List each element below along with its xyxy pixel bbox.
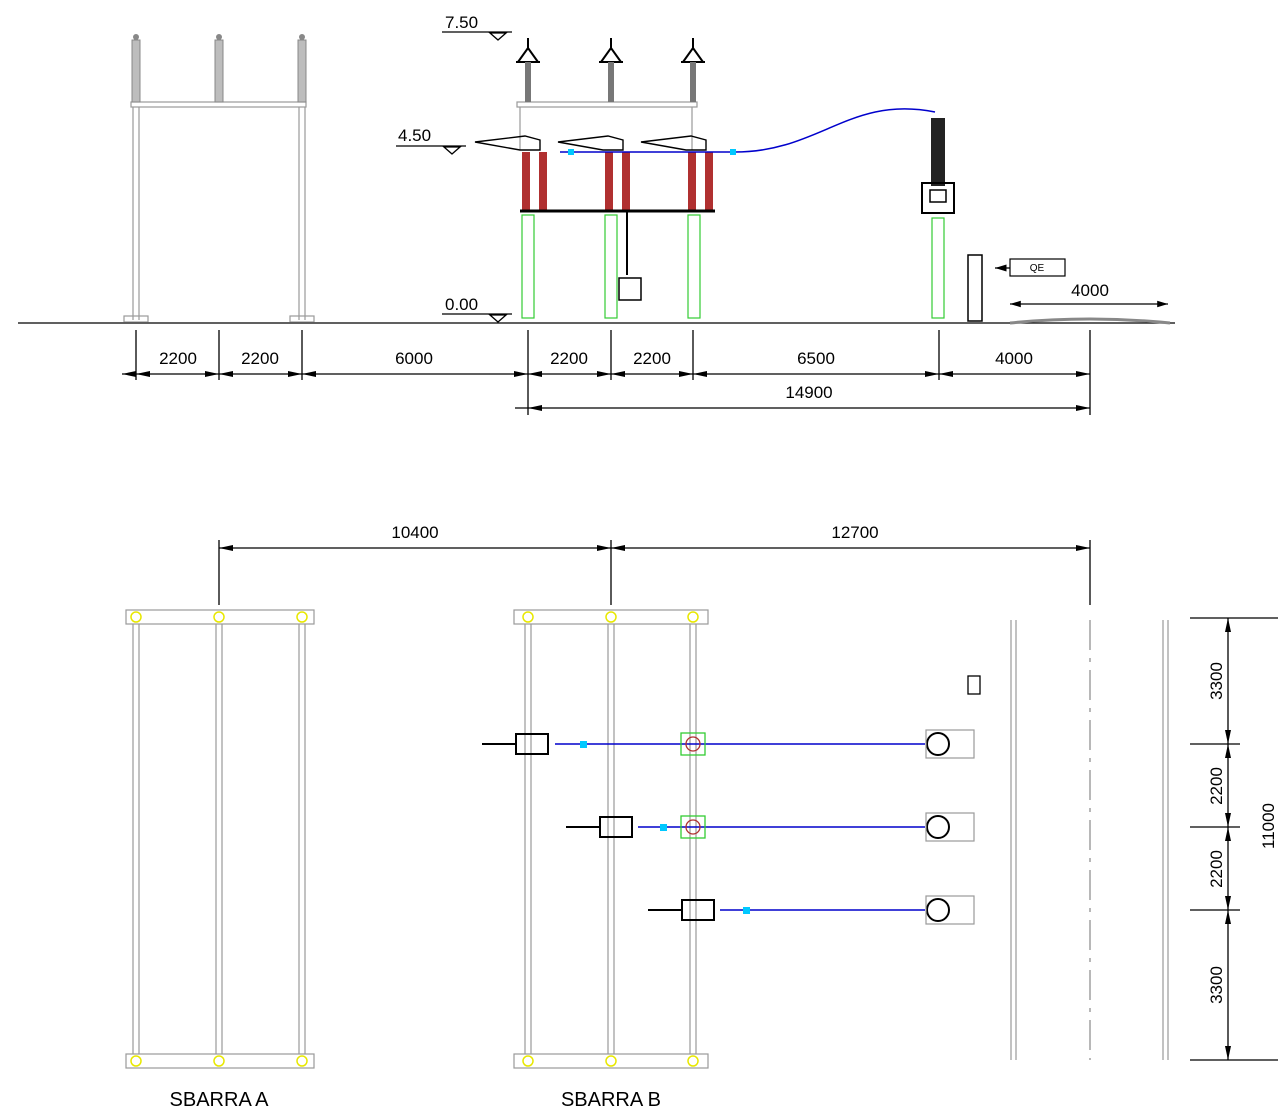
dim-ab: 6000 bbox=[395, 349, 433, 368]
instrument-transformer bbox=[921, 118, 955, 214]
busbar-a-portal bbox=[123, 34, 315, 323]
qe-tag-box bbox=[1009, 258, 1066, 277]
title-sbarra-a: SBARRA A bbox=[170, 1089, 270, 1111]
dim-v-2: 2200 bbox=[1207, 767, 1226, 805]
road bbox=[1009, 317, 1171, 325]
dim-a-1: 2200 bbox=[159, 349, 197, 368]
busbar-b-portal bbox=[516, 38, 705, 150]
level-ground: 0.00 bbox=[445, 295, 478, 314]
dim-total: 14900 bbox=[785, 383, 832, 402]
cable bbox=[560, 108, 936, 153]
dim-span-left: 10400 bbox=[391, 523, 438, 542]
level-mid: 4.50 bbox=[398, 126, 431, 145]
title-sbarra-b: SBARRA B bbox=[561, 1089, 661, 1111]
dim-v-1: 3300 bbox=[1207, 662, 1226, 700]
phase-lines bbox=[482, 675, 981, 925]
road-width-dim: 4000 bbox=[1071, 281, 1109, 300]
dim-a-2: 2200 bbox=[241, 349, 279, 368]
dim-b-1: 2200 bbox=[550, 349, 588, 368]
dim-v-total: 11000 bbox=[1259, 803, 1278, 849]
dim-ct-road: 4000 bbox=[995, 349, 1033, 368]
dim-b-ct: 6500 bbox=[797, 349, 835, 368]
busbar-a-plan bbox=[125, 609, 315, 1069]
disconnector-row bbox=[474, 135, 715, 301]
qe-tag: QE bbox=[1030, 263, 1045, 274]
dim-b-2: 2200 bbox=[633, 349, 671, 368]
dim-span-right: 12700 bbox=[831, 523, 878, 542]
road-plan bbox=[1010, 620, 1169, 1060]
level-top: 7.50 bbox=[445, 13, 478, 32]
dim-v-4: 3300 bbox=[1207, 966, 1226, 1004]
cabinet bbox=[967, 254, 983, 322]
elevation-view: QE 4000 7.50 4.50 0.00 bbox=[18, 13, 1175, 415]
elevation-dimensions: 2200 2200 6000 2200 2200 6500 4000 14900 bbox=[122, 330, 1091, 415]
plan-vertical-dimensions: 3300 2200 2200 3300 11000 bbox=[1190, 617, 1278, 1061]
support-columns bbox=[521, 214, 945, 319]
dim-v-3: 2200 bbox=[1207, 850, 1226, 888]
busbar-b-plan bbox=[513, 609, 709, 1069]
plan-view: 10400 12700 bbox=[125, 523, 1278, 1111]
level-markers: 7.50 4.50 0.00 bbox=[396, 13, 512, 323]
